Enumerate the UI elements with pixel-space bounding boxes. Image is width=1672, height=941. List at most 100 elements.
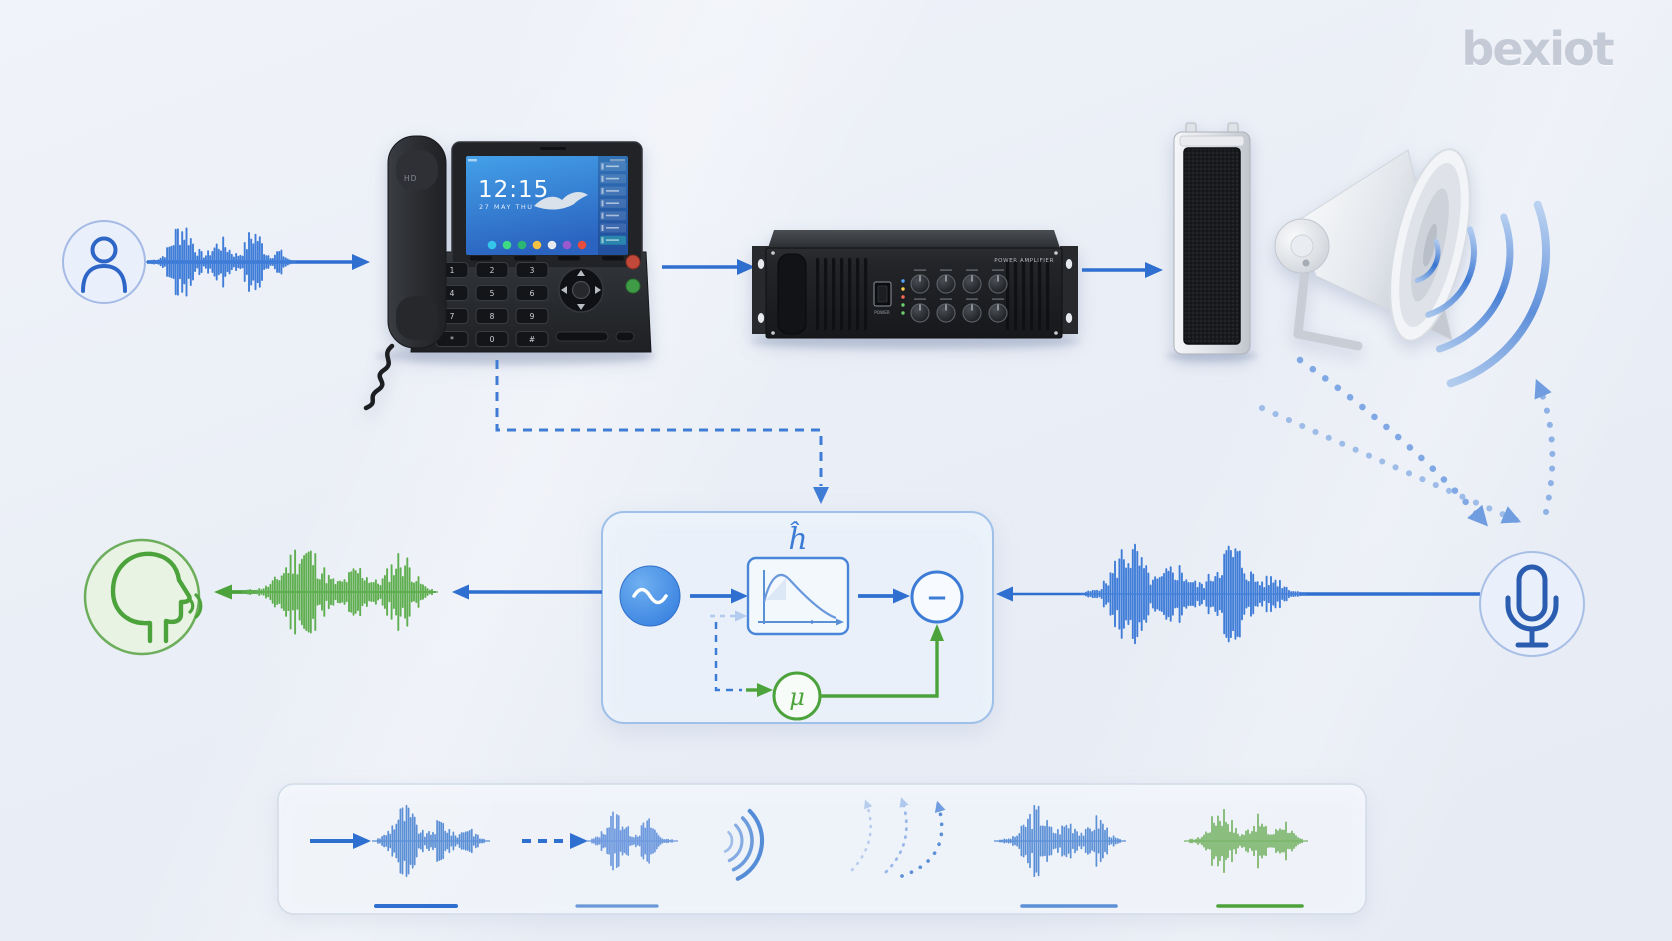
keypad-key-label: 2 [490,266,495,275]
led [901,279,905,283]
adaptive-filter-block [746,556,850,636]
vent-slot [864,258,868,330]
sidebar-row-text [606,214,619,217]
sidebar-row-text [606,177,619,180]
sidebar-row-text [606,239,619,241]
phone-call-key [625,278,641,294]
legend-panel [277,783,1367,915]
clean-signal-waveform [242,549,438,635]
amp-knobs [910,269,1008,323]
microphone-icon [1479,551,1585,657]
arrow-aec-output [452,584,602,600]
knob [962,303,982,323]
subtract-node [910,570,964,624]
keypad-key [515,331,549,347]
sidebar-row-text [606,190,619,192]
amp-led-indicators [901,279,905,315]
phone-hangup-key [625,254,641,270]
amp-model-label: POWER AMPLIFIER [994,258,1054,264]
echo-reflection-paths [1259,356,1556,527]
vent-slot [1046,258,1050,330]
rack-ear-right [1060,246,1078,334]
legend-reference-waveform [586,811,678,871]
knob-label [940,298,952,300]
person-icon [90,236,118,264]
knob-label [914,269,926,271]
arrow-into-subtract [996,586,1013,602]
keypad-key [515,285,549,301]
vent-slot [1022,258,1026,330]
keypad-key-label: 7 [450,312,455,321]
amp-handle [777,253,807,335]
reference-signal-dashed-path [495,360,829,504]
waveform-spikes [1189,808,1303,874]
legend-echo-paths [850,797,946,878]
knob-label [914,298,926,300]
keypad-key-label: 8 [490,312,495,321]
knob-label [992,269,1004,271]
led [901,295,905,299]
mic-signal-flow [996,586,1480,602]
legend-sound-waves [723,808,765,881]
keypad-key [475,285,509,301]
h-hat-label: ĥ [788,521,807,557]
sidebar-row-text [606,202,619,204]
keypad-key [475,331,509,347]
knob [910,303,930,323]
minus-sign: − [926,583,948,613]
phone-nav-cluster [558,267,604,313]
soft-key [558,256,580,261]
vent-slot [1030,258,1034,330]
legend-clean-waveform [1184,808,1308,874]
caller-icon [62,220,146,304]
arrow-phone-to-amplifier [662,259,755,275]
caller-voice-waveform [146,227,296,297]
echo-path-1 [1296,356,1488,527]
keypad-key-label: 3 [530,266,535,275]
amp-vents [816,258,1050,330]
handset-hd-label: HD [404,174,417,183]
app-icon [517,240,527,250]
microphone-signal-waveform [1080,543,1306,645]
vent-slot [1014,258,1018,330]
knob [936,303,956,323]
sound-waves-icon [1414,200,1551,388]
keypad-key [515,308,549,324]
knob [936,274,956,294]
knob-label [940,269,952,271]
keypad-key-label: * [450,335,454,344]
sidebar-row-accent [601,237,604,244]
vent-slot [848,258,852,330]
horn-speaker [1274,148,1471,351]
sidebar-row-accent [601,175,604,182]
knob-label [992,298,1004,300]
keypad-key [475,308,509,324]
phone-handset: HD [387,135,447,349]
phone-app-icons [487,240,587,250]
speaker-grille [1183,147,1241,345]
sidebar-row-text [606,227,619,229]
knob [988,274,1008,294]
legend-solid-arrow [310,833,371,849]
filter-impulse-response [762,573,837,620]
legend-mic-waveform [994,804,1126,878]
waveform-spikes [591,811,673,871]
aec-module: ĥ − μ [601,511,994,724]
sidebar-row-accent [601,188,604,195]
led [901,303,905,307]
arrow-filter-to-subtract [893,588,910,604]
adaptation-dashed-path [710,610,747,692]
app-icon [532,240,542,250]
waveform-spikes [999,804,1121,878]
led [901,311,905,315]
vent-slot [824,258,828,330]
sidebar-row-accent [601,163,604,170]
arrow-amplifier-to-speaker [1082,262,1163,278]
waveform-spikes [1085,543,1301,645]
waveform-spikes [377,804,485,878]
knob [962,274,982,294]
column-speaker [1166,122,1258,362]
